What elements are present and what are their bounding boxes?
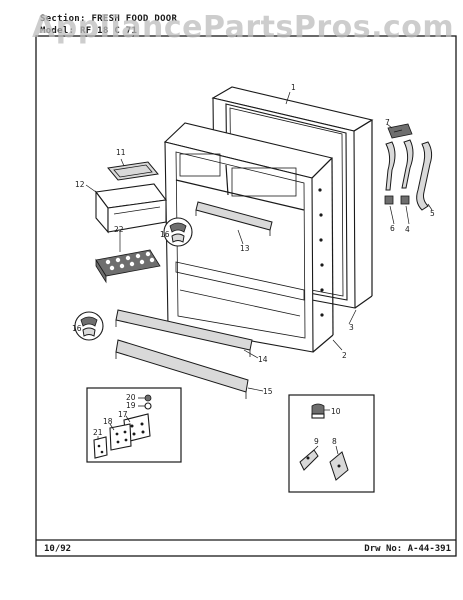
callout-4: 4 (405, 225, 410, 234)
callout-21: 21 (93, 428, 103, 437)
callout-16-lower: 16 (72, 324, 82, 333)
part-11-butter-door (107, 161, 159, 181)
callout-labels: 1 2 3 4 5 6 7 8 9 10 11 12 13 14 15 16 1… (72, 83, 435, 446)
part-16-detail-lower (74, 311, 104, 341)
callout-14: 14 (258, 355, 268, 364)
callout-15: 15 (263, 387, 273, 396)
callout-3: 3 (349, 323, 354, 332)
part-6-hinge-arm (384, 141, 396, 205)
inset-box-hardware-right (288, 394, 375, 493)
callout-1: 1 (291, 83, 296, 92)
diagram-border (35, 35, 457, 557)
section-title: Section: FRESH FOOD DOOR (40, 14, 178, 24)
part-18-plate (109, 423, 132, 451)
inset-box-hardware-left (86, 387, 182, 463)
callout-11: 11 (116, 148, 126, 157)
part-9-bracket (299, 449, 319, 471)
callout-19: 19 (126, 401, 136, 410)
part-5-hinge-cover (416, 141, 433, 211)
part-10-stop (311, 403, 325, 419)
callout-8: 8 (332, 437, 337, 446)
watermark: AppliancePartsPros.com (32, 10, 455, 45)
leader-lines (85, 91, 433, 455)
callout-20: 20 (126, 393, 136, 402)
callout-12: 12 (75, 180, 85, 189)
liner-screw-dots (318, 188, 324, 317)
part-19-washer (138, 402, 152, 410)
callout-16-upper: 16 (160, 230, 170, 239)
part-7-hinge-bracket (387, 123, 413, 139)
callout-5: 5 (430, 209, 435, 218)
part-2-door-liner (163, 122, 334, 353)
callout-6: 6 (390, 224, 395, 233)
footer-date: 10/92 (44, 544, 72, 554)
callout-13: 13 (240, 244, 250, 253)
callout-7: 7 (385, 118, 390, 127)
model-line: Model: RF 18 C 71 (40, 26, 138, 36)
callout-17: 17 (118, 410, 128, 419)
part-4-hinge-arm (400, 139, 414, 205)
part-15-shelf-bar (115, 339, 249, 393)
part-12-butter-compartment (94, 183, 168, 234)
part-21-plate (93, 436, 108, 459)
part-8-bracket (329, 451, 349, 481)
callout-10: 10 (331, 407, 341, 416)
callout-22: 22 (114, 225, 124, 234)
callout-18: 18 (103, 417, 113, 426)
part-22-egg-tray (95, 249, 161, 284)
callout-2: 2 (342, 351, 347, 360)
callout-9: 9 (314, 437, 319, 446)
part-20-screw (138, 394, 152, 402)
part-16-detail-upper (163, 217, 193, 247)
footer-drawing-number: Drw No: A-44-391 (364, 544, 451, 554)
